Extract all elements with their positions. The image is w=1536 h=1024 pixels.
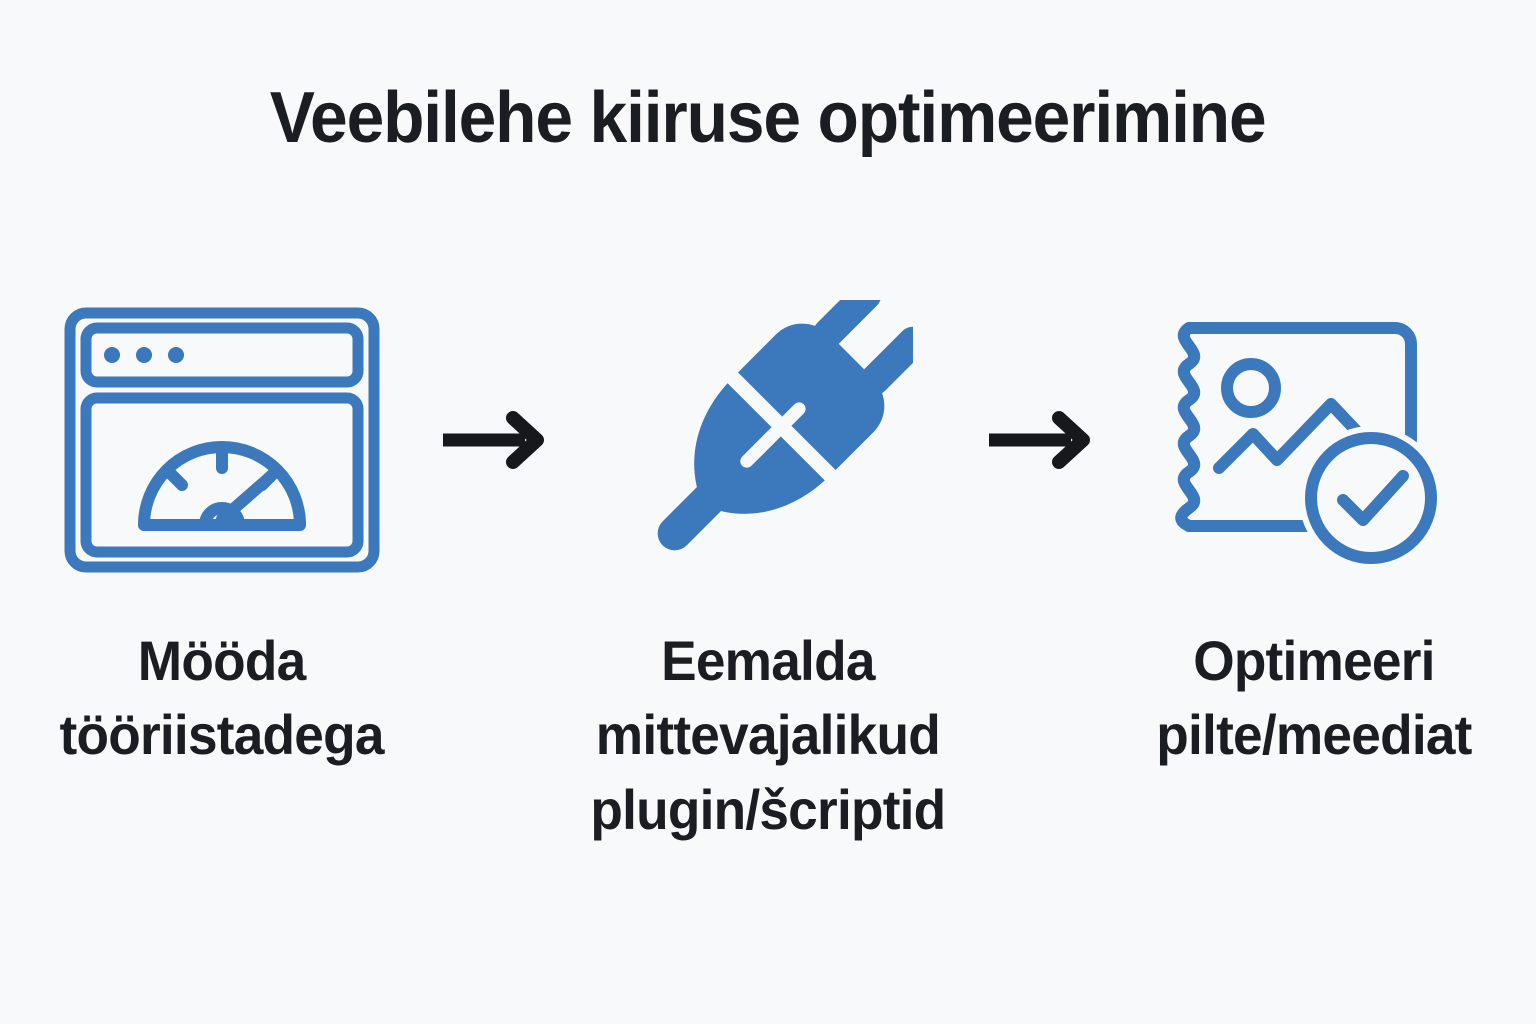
flow-step-3-label: Optimeeri pilte/meediat bbox=[1156, 629, 1472, 767]
arrow-right-icon-2 bbox=[978, 300, 1104, 580]
flow-step-1: Mööda tööriistadega bbox=[12, 300, 432, 773]
flow-step-2-label: Eemalda mittevajalikud plugin/šcriptid bbox=[590, 629, 946, 841]
flow-step-1-label: Mööda tööriistadega bbox=[59, 629, 385, 767]
plug-disconnected-icon bbox=[623, 300, 913, 580]
flow-steps: Mööda tööriistadega bbox=[0, 300, 1536, 847]
arrow-right-icon-1 bbox=[432, 300, 558, 580]
image-check-icon bbox=[1159, 300, 1469, 580]
browser-speedometer-icon bbox=[62, 300, 382, 580]
flow-step-3: Optimeeri pilte/meediat bbox=[1104, 300, 1524, 773]
page-title: Veebilehe kiiruse optimeerimine bbox=[270, 78, 1267, 158]
page-title-container: Veebilehe kiiruse optimeerimine bbox=[0, 82, 1536, 154]
flow-step-2: Eemalda mittevajalikud plugin/šcriptid bbox=[558, 300, 978, 847]
